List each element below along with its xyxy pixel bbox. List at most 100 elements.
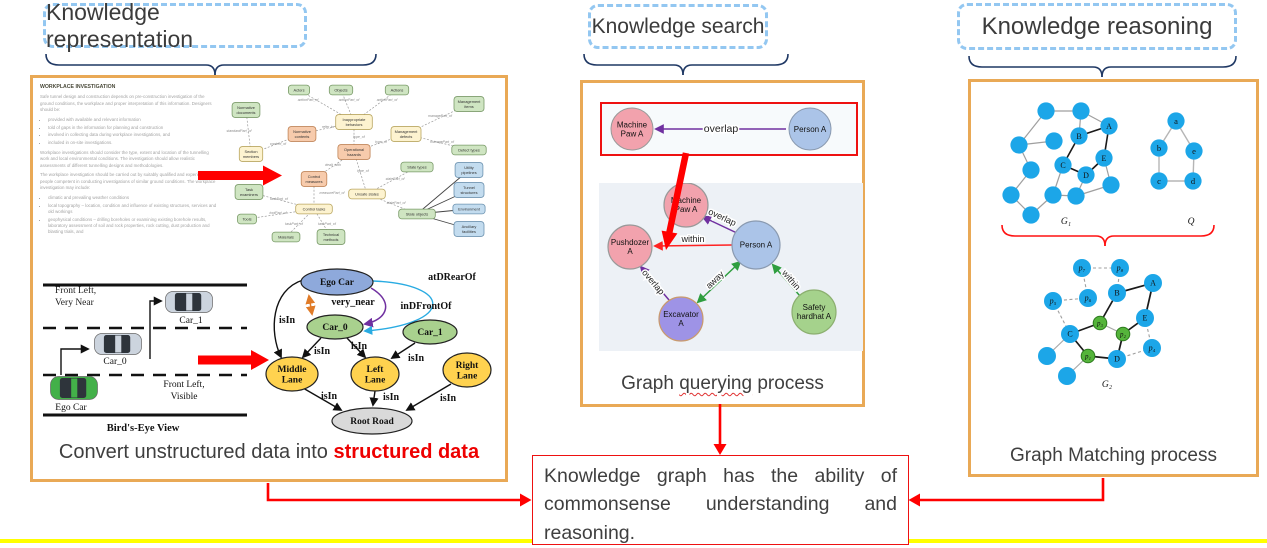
kg-edge-label: isIn [279,315,296,326]
g1-node-letter: D [1083,171,1089,180]
g2-node [1058,367,1076,385]
document-bullet: provided with available and relevant inf… [48,117,218,123]
caption-highlight: structured data [333,441,480,463]
left-arrows-svg [198,165,282,370]
caption-normal: Convert unstructured data into [58,441,334,463]
concept-node-label: State types [407,165,427,170]
g1-node [1102,176,1120,194]
concept-node [451,144,487,156]
conclusion-box: Knowledge graph has the ability of commo… [532,455,909,545]
title-knowledge-reasoning: Knowledge reasoning [957,3,1237,50]
concept-edge-label: taskPart_of [270,197,289,201]
connector-left-head [520,493,532,507]
g2-node-label: B [1114,289,1119,298]
graph-node [607,224,653,270]
ego-car-label: Ego Car [55,403,87,413]
kg-edge-label: very_near [331,297,375,308]
conclusion-text: Knowledge graph has the ability of commo… [544,465,897,544]
query-node-person [788,107,832,151]
concept-node [453,182,485,198]
kg-node-label: Ego Car [320,278,355,288]
concept-node-label: Unsafe states [355,192,379,197]
kg-edge-label: isIn [314,346,331,357]
q-node [1167,112,1185,130]
concept-node [328,84,354,96]
g1-node [1022,161,1040,179]
g2-node [1073,259,1091,277]
document-bullets-1: provided with available and relevant inf… [40,117,218,147]
kg-edge-label: isIn [383,392,400,403]
concept-node [337,144,371,160]
g2-node [1115,326,1131,342]
concept-node [335,114,373,130]
car-glyph [50,376,98,400]
brace-under-title-2 [583,53,789,82]
connector-middle-head [713,444,727,455]
concept-edge-label: type_of [357,169,370,173]
q-node-letter: e [1192,146,1196,156]
right-caption: Graph Matching process [1010,445,1217,466]
kg-edge-label: isIn [408,353,425,364]
concept-node-label: Actions [391,88,404,93]
document-paragraph: The workplace investigation should be ca… [40,172,216,190]
edge [369,390,379,407]
g1-node [1072,102,1090,120]
red-pointer-arrow [661,152,690,250]
edge [771,263,801,297]
document-bullet: climatic and prevailing weather conditio… [48,195,218,201]
q-node [1184,172,1202,190]
concept-node-label: Defect types [458,148,480,153]
concept-edge-label: taskPart_of [285,222,304,226]
g2-node-label: p₅ [1049,297,1057,306]
g1-node-letter: E [1102,154,1107,163]
g1-node [1045,132,1063,150]
concept-edge-label: refer_to [322,125,334,129]
document-paragraph: Safe tunnel design and construction depe… [40,94,212,112]
document-bullet: geophysical conditions – drilling boreho… [48,217,218,236]
title-text: Knowledge reasoning [981,12,1213,40]
front-left-visible-label: Front Left,Visible [163,379,204,402]
title-text: Knowledge search [591,14,765,38]
g2-node-label: p₃ [1096,320,1104,328]
kg-node-label: Root Road [350,417,394,427]
concept-node [453,96,485,112]
edge [696,260,742,304]
graph-edge-label: within [680,234,704,244]
g1-node-letter: A [1106,122,1112,131]
concept-node [384,84,410,96]
query-node-machine-paw [610,107,654,151]
document-bullet: included in on-site investigations. [48,140,218,146]
concept-node [400,161,434,173]
concept-node [287,126,317,142]
concept-node [390,126,422,142]
concept-node [300,171,328,187]
concept-node [238,146,264,162]
concept-edge-label: actionPart_of [377,98,399,102]
document-paragraph: Workplace investigations should consider… [40,150,209,168]
concept-edge-label: toolPart_of [270,211,288,215]
query-node-label: Person A [794,125,827,134]
kg-node [331,407,413,435]
concept-node-label: Actors [293,88,304,93]
edge [346,337,367,359]
document-snippet: WORKPLACE INVESTIGATION Safe tunnel desi… [40,84,218,239]
g2-node [1080,348,1096,364]
concept-node [454,162,484,178]
document-bullet: involved in collecting data during workp… [48,132,218,138]
